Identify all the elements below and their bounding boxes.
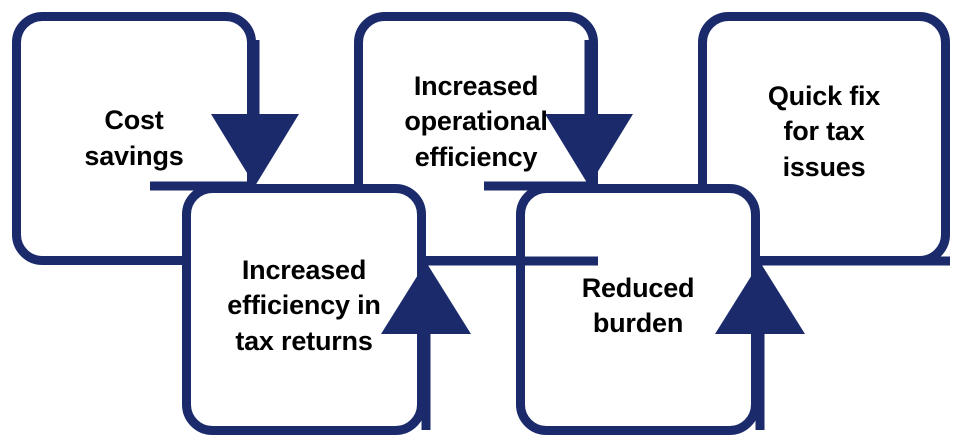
arrowhead-increased-efficiency-to-operational-efficiency — [381, 262, 471, 334]
arrowhead-cost-savings-to-increased-efficiency — [211, 114, 299, 186]
arrowhead-operational-efficiency-to-reduced-burden — [545, 114, 633, 186]
node-shape-reduced-burden[interactable] — [516, 184, 760, 435]
arrowhead-reduced-burden-to-quick-fix — [715, 262, 805, 334]
node-shape-increased-efficiency-tax-returns[interactable] — [182, 184, 426, 435]
node-rect-increased-efficiency-tax-returns[interactable] — [182, 184, 426, 435]
node-rect-reduced-burden[interactable] — [516, 184, 760, 435]
